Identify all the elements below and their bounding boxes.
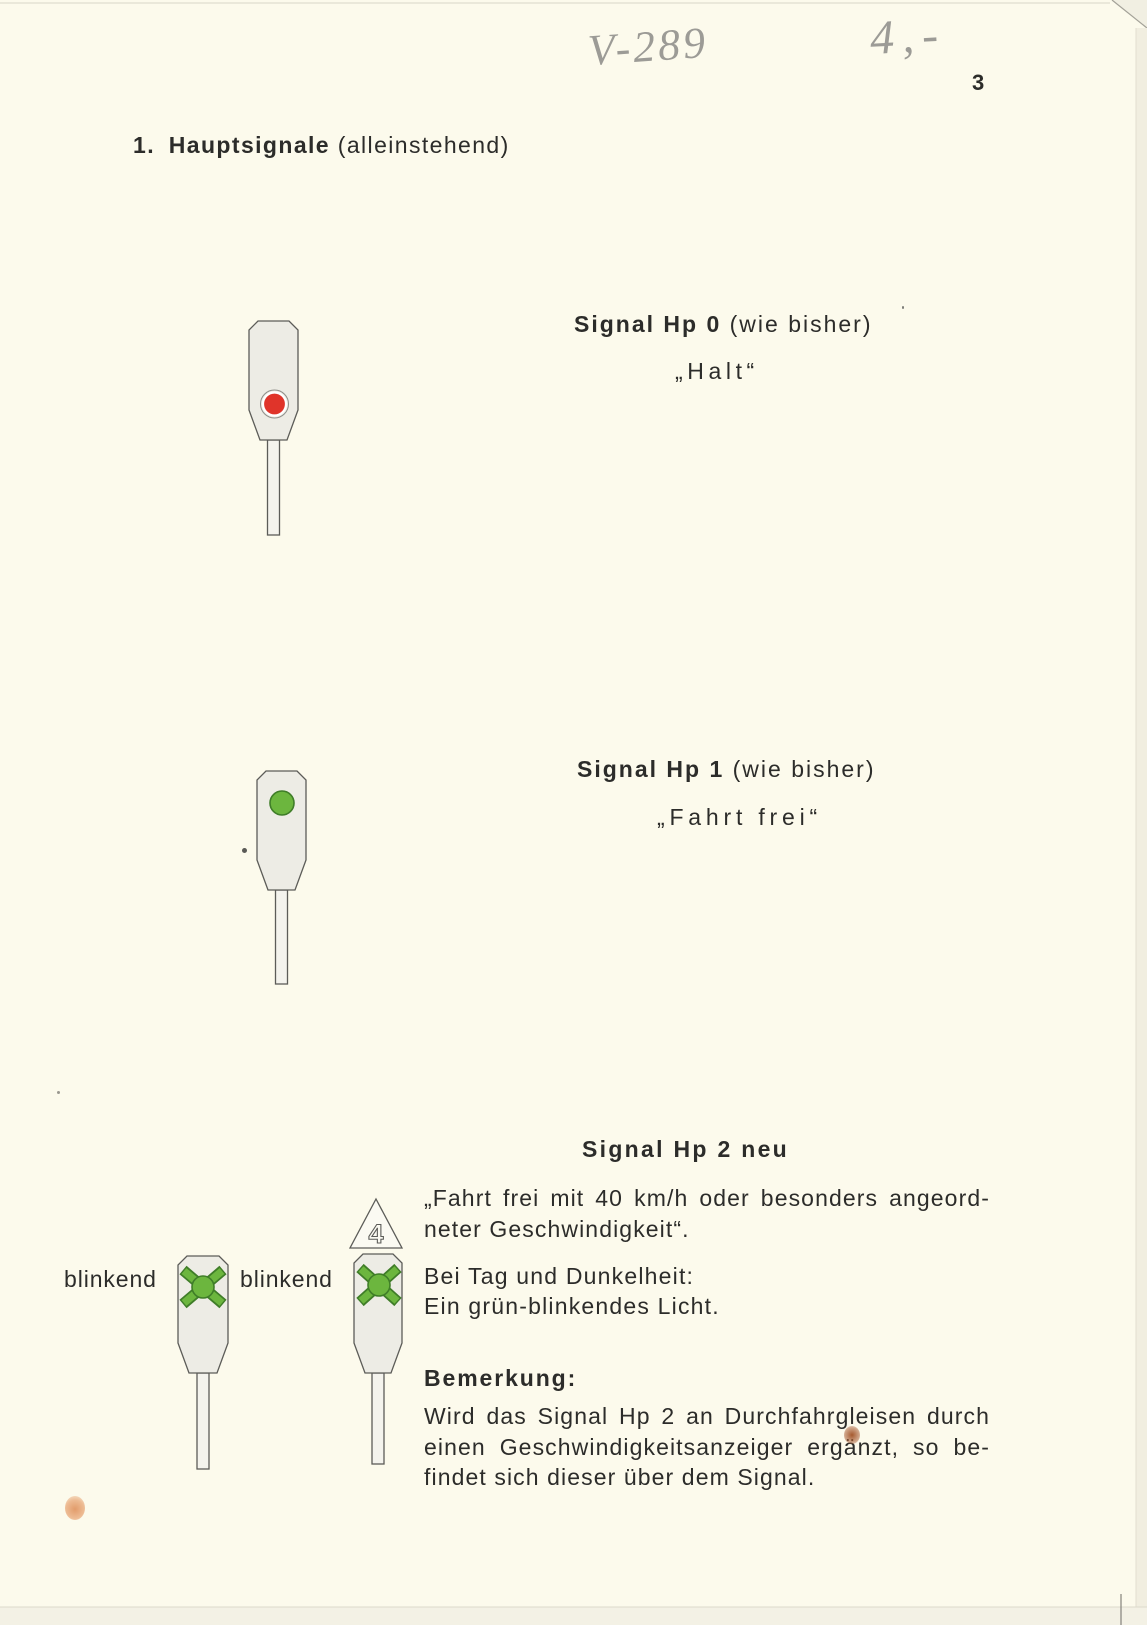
hp2-day-night: Bei Tag und Dunkelheit: Ein grün-blinken… <box>424 1261 990 1321</box>
hp2-title: Signal Hp 2 neu <box>582 1136 790 1162</box>
paper-stain <box>65 1496 85 1520</box>
signal-mast <box>266 439 281 536</box>
section-number: 1. <box>133 132 155 158</box>
blinking-green-light-icon <box>179 1265 227 1309</box>
paper-speck <box>242 848 247 853</box>
signal-mast <box>274 889 289 985</box>
signal-screen <box>248 320 299 441</box>
bottom-edge-shade <box>0 1607 1147 1625</box>
hp0-name: Signal Hp 0 <box>574 311 722 337</box>
handwritten-catalog-number: V-289 <box>586 17 710 76</box>
signal-mast <box>371 1372 385 1465</box>
hp0-signal-diagram <box>248 320 299 536</box>
paper-stain <box>844 1426 860 1444</box>
speed-indicator-digit: 4 <box>368 1219 383 1249</box>
page-number: 3 <box>972 70 985 95</box>
blink-label-right: blinkend <box>240 1266 333 1292</box>
hp2-remark-line: einen Geschwindigkeitsanzeiger ergänzt, … <box>424 1433 990 1460</box>
hp2-meaning: „Fahrt frei mit 40 km/h oder besonders a… <box>424 1183 990 1245</box>
hp2-meaning-line: „Fahrt frei mit 40 km/h oder besonders a… <box>424 1185 990 1211</box>
blinking-green-light-icon <box>356 1263 402 1307</box>
hp2-signal-with-speed-indicator-diagram: 4 <box>348 1197 404 1465</box>
hp0-title: Signal Hp 0 (wie bisher) <box>574 309 873 339</box>
paper-speck <box>902 306 904 309</box>
hp2-remark: Wird das Signal Hp 2 an Durchfahrgleisen… <box>424 1401 990 1493</box>
hp2-remark-line: findet sich dieser über dem Signal. <box>424 1464 816 1490</box>
hp2-day-night-line: Bei Tag und Dunkelheit: <box>424 1263 695 1289</box>
hp2-day-night-line: Ein grün-blinkendes Licht. <box>424 1293 720 1319</box>
hp1-name: Signal Hp 1 <box>577 756 725 782</box>
paper-speck <box>57 1091 60 1094</box>
red-light-icon <box>261 391 288 417</box>
green-lamp <box>367 1273 391 1297</box>
hp1-meaning: „Fahrt frei“ <box>657 804 822 830</box>
hp1-note: (wie bisher) <box>732 756 876 782</box>
handwritten-price: 4,- <box>868 8 948 65</box>
hp0-note: (wie bisher) <box>729 311 873 337</box>
green-light-icon <box>269 790 295 816</box>
hp2-meaning-line: neter Geschwindigkeit“. <box>424 1216 690 1242</box>
hp1-title: Signal Hp 1 (wie bisher) <box>577 754 876 784</box>
signal-screen <box>256 770 307 891</box>
lamp-rim <box>260 389 289 419</box>
hp1-signal-diagram <box>256 770 307 985</box>
signal-mast <box>196 1372 210 1470</box>
section-qualifier: (alleinstehend) <box>337 132 510 158</box>
right-edge-shade <box>1136 28 1147 1625</box>
hp2-remark-line: Wird das Signal Hp 2 an Durchfahrgleisen… <box>424 1403 990 1429</box>
hp0-meaning: „Halt“ <box>675 358 759 384</box>
hp2-signal-diagram <box>177 1255 229 1470</box>
green-lamp <box>191 1275 215 1299</box>
hp2-remark-label: Bemerkung: <box>424 1365 578 1391</box>
corner-curl-line <box>1111 0 1147 29</box>
section-heading: 1. Hauptsignale (alleinstehend) <box>133 130 510 160</box>
speed-indicator-triangle-icon <box>348 1197 404 1249</box>
signal-screen <box>177 1255 229 1374</box>
section-title: Hauptsignale <box>168 132 330 158</box>
blink-label-left: blinkend <box>64 1266 157 1292</box>
